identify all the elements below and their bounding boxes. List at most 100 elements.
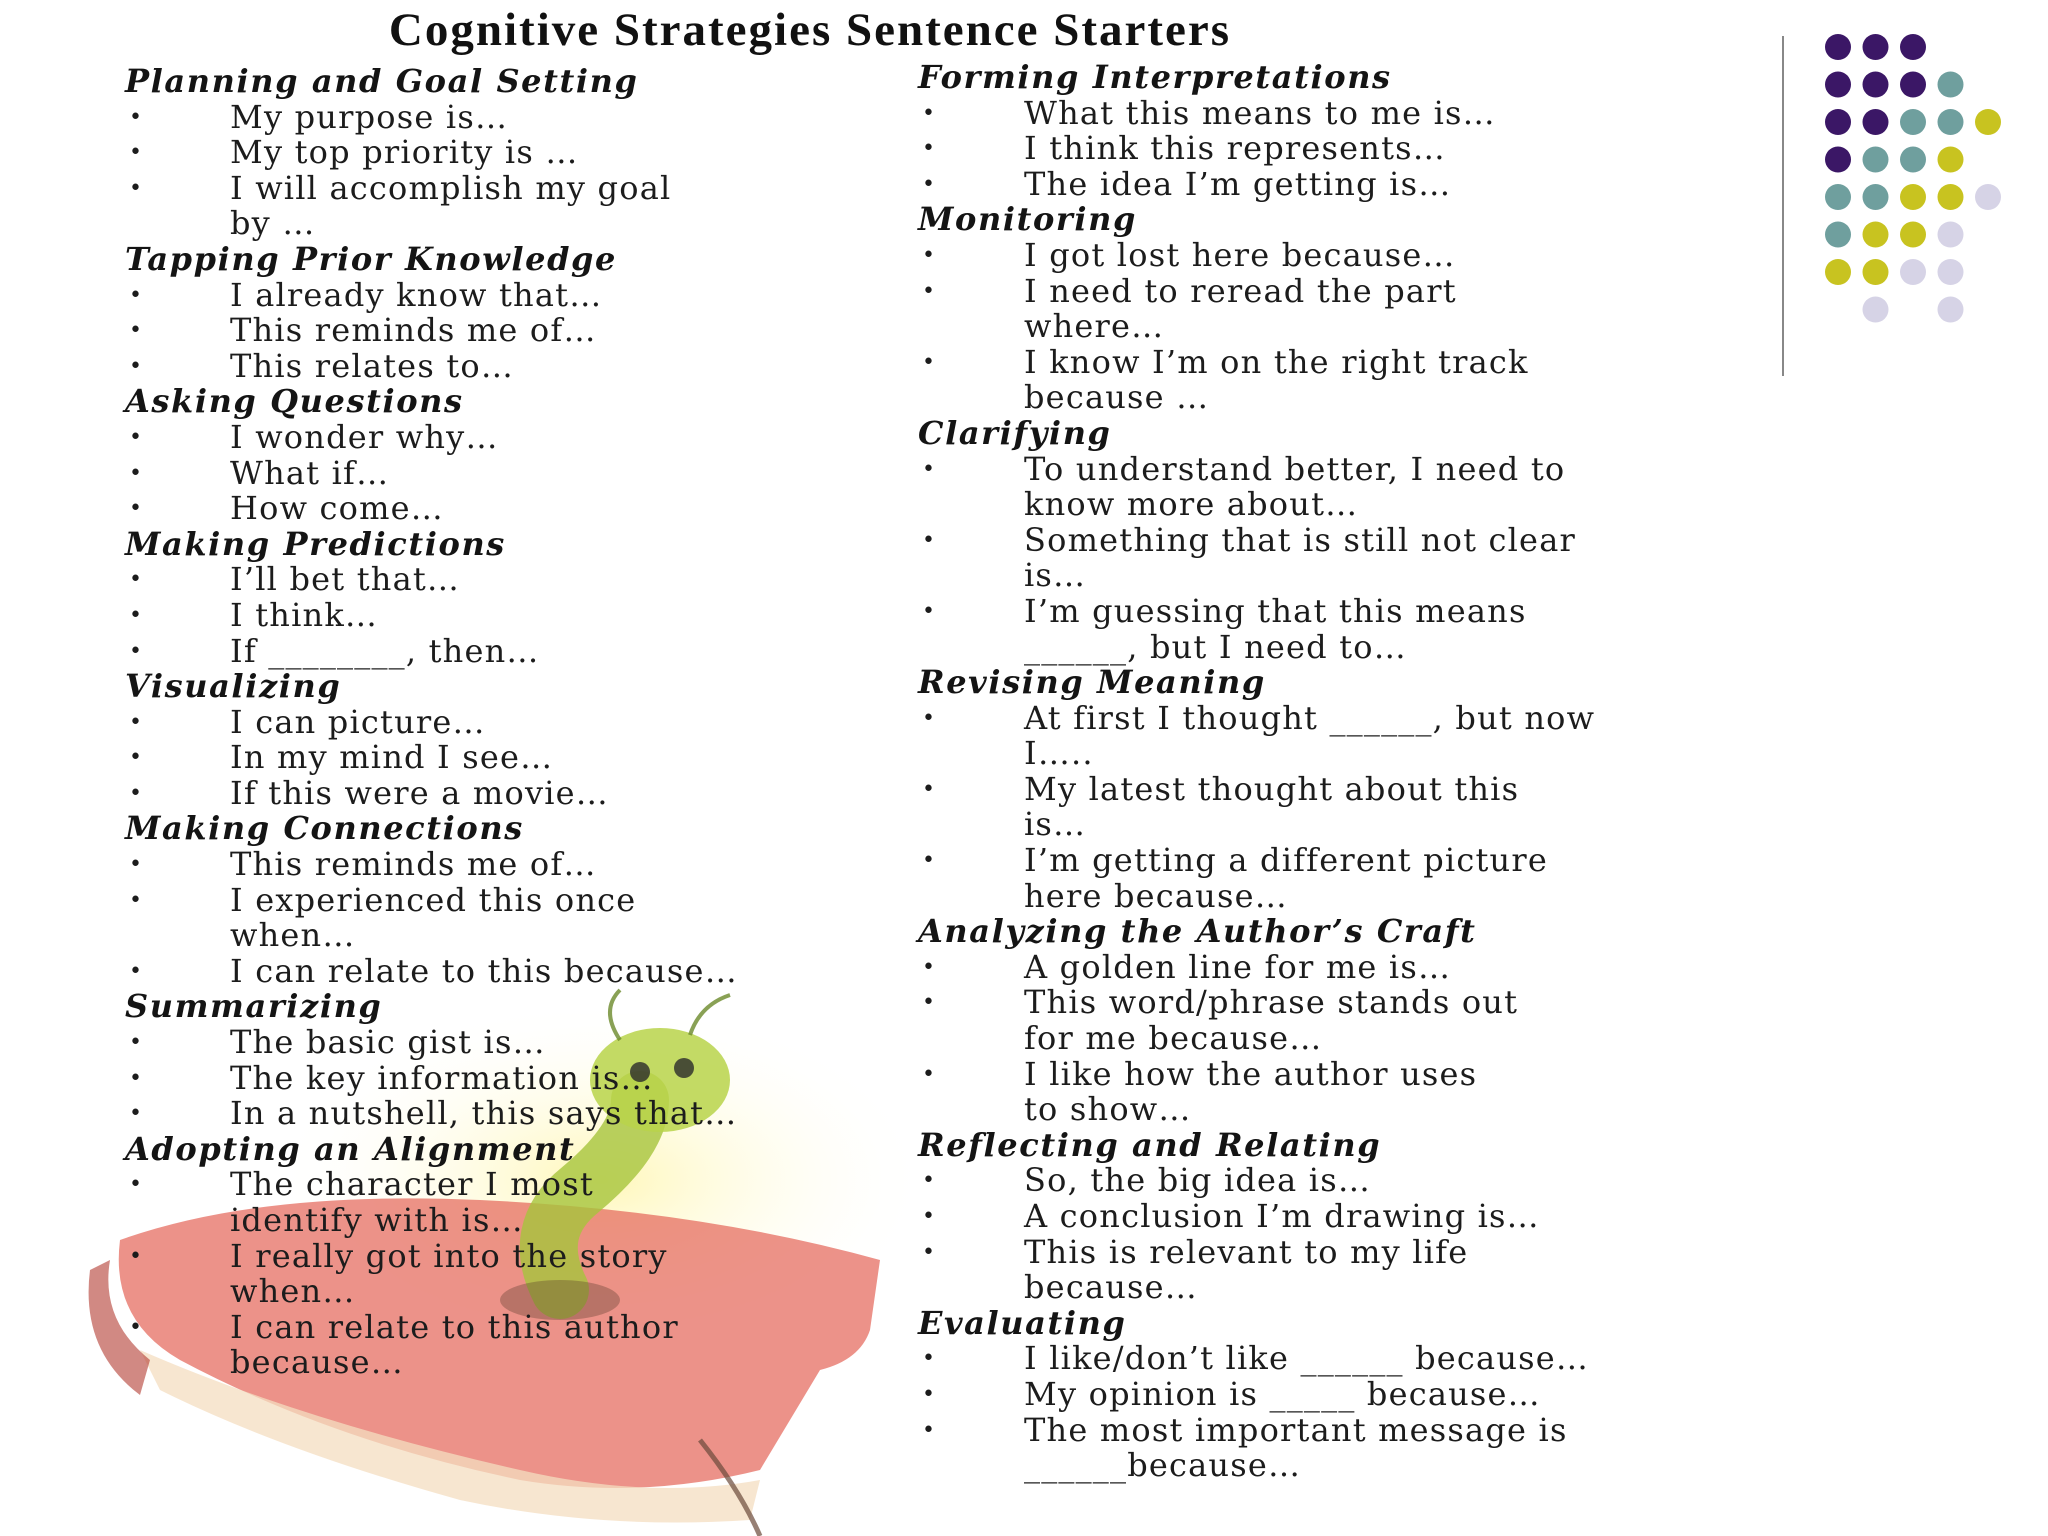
decor-dot [1862, 221, 1889, 248]
list-item: •The idea I’m getting is… [918, 166, 1698, 203]
list-item-text: This reminds me of… [230, 845, 597, 884]
list-item: •If ________, then… [125, 633, 845, 670]
list-item: •What this means to me is… [918, 95, 1698, 132]
section-heading: Making Connections [125, 809, 524, 848]
list-item-continuation: ______, but I need to… [918, 627, 1698, 666]
bullet-icon: • [922, 1417, 937, 1443]
list-item: •I can relate to this author [125, 1309, 845, 1346]
bullet-icon: • [922, 1168, 937, 1194]
list-item-text: I like/don’t like ______ because… [1024, 1339, 1590, 1378]
list-item-continuation: because … [918, 380, 1698, 416]
section-heading: Forming Interpretations [918, 58, 1392, 96]
decor-dot [1900, 221, 1926, 248]
list-item-continuation: know more about… [918, 487, 1698, 523]
decor-dot [1862, 259, 1889, 285]
list-item-text: In my mind I see… [230, 738, 554, 777]
list-item: •In a nutshell, this says that… [125, 1096, 845, 1132]
list-item-text: I need to reread the part [1024, 271, 1457, 310]
strategies-right-column: Forming Interpretations•What this means … [918, 58, 1698, 1484]
decor-dot [1937, 109, 1964, 135]
list-item: •I can relate to this because… [125, 953, 845, 990]
list-item-text: This word/phrase stands out [1024, 983, 1519, 1022]
bullet-icon: • [129, 887, 144, 913]
list-item-text: This is relevant to my life [1024, 1232, 1469, 1271]
decor-dot [1937, 259, 1964, 285]
list-item: • I think… [125, 595, 845, 634]
bullet-icon: • [129, 282, 144, 308]
bullet-icon: • [922, 954, 937, 980]
vertical-divider [1782, 36, 1784, 376]
list-item-text: where… [1024, 307, 1165, 346]
list-item-continuation: for me because… [918, 1020, 1698, 1057]
bullet-icon: • [922, 776, 937, 802]
list-item-text: by … [230, 204, 316, 243]
list-item-text: What if… [230, 453, 390, 492]
decor-dot [1825, 109, 1851, 135]
list-item: •I got lost here because… [918, 237, 1698, 274]
decor-dot [1937, 71, 1964, 98]
bullet-icon: • [922, 1346, 937, 1372]
section-heading: Monitoring [918, 200, 1137, 239]
list-item-text: At first I thought ______, but now [1024, 698, 1596, 737]
list-item: •In my mind I see… [125, 740, 845, 776]
decor-dot [1825, 71, 1851, 98]
list-item-text: To understand better, I need to [1024, 449, 1566, 488]
list-item-text: I experienced this once [230, 880, 637, 919]
bookmark-ribbon [698, 1438, 763, 1536]
section-heading: Making Predictions [125, 524, 506, 563]
list-item-text: This reminds me of… [230, 311, 597, 350]
list-item: • A conclusion I’m drawing is… [918, 1197, 1698, 1235]
list-item: •I like how the author uses [918, 1056, 1698, 1093]
list-item-text: I already know that… [230, 275, 603, 314]
bullet-icon: • [922, 349, 937, 375]
decor-dot [1900, 259, 1926, 285]
list-item-text: My top priority is … [230, 133, 579, 172]
decor-dot [1862, 184, 1889, 210]
list-item-continuation: to show… [918, 1092, 1698, 1128]
bullet-icon: • [129, 353, 144, 379]
list-item: •The key information is… [125, 1060, 845, 1097]
bullet-icon: • [129, 958, 144, 984]
list-item: •This is relevant to my life [918, 1232, 1698, 1271]
list-item-text: ______, but I need to… [1024, 627, 1407, 666]
list-item: •I’m getting a different picture [918, 842, 1698, 879]
decor-dot [1975, 109, 2001, 135]
list-item-text: My opinion is _____ because… [1024, 1374, 1541, 1413]
list-item: •How come… [125, 491, 845, 527]
bullet-icon: • [922, 598, 937, 624]
decor-dot [1862, 71, 1889, 98]
list-item: •If this were a movie… [125, 775, 845, 812]
bullet-icon: • [129, 496, 144, 522]
decor-dot [1862, 146, 1889, 173]
list-item-text: I know I’m on the right track [1024, 342, 1529, 381]
worm-head [590, 1028, 730, 1132]
bullet-icon: • [129, 852, 144, 878]
section-heading: Tapping Prior Knowledge [125, 239, 617, 278]
decor-dot [1937, 184, 1964, 210]
list-item-text: My purpose is… [230, 97, 509, 136]
bullet-icon: • [129, 1172, 144, 1198]
list-item: •I can picture… [125, 702, 845, 741]
section-heading: Evaluating [918, 1303, 1127, 1342]
bullet-icon: • [922, 136, 937, 162]
bullet-icon: • [922, 242, 937, 268]
list-item-text: here because… [1024, 876, 1288, 915]
list-item-text: A conclusion I’m drawing is… [1024, 1197, 1540, 1235]
list-item-continuation: when… [125, 918, 845, 954]
bullet-icon: • [129, 175, 144, 201]
list-item: •This relates to… [125, 348, 845, 385]
bullet-icon: • [129, 1101, 144, 1127]
decor-dot [1862, 109, 1889, 135]
list-item-text: I think… [230, 595, 379, 634]
section-heading: Adopting an Alignment [125, 1129, 576, 1168]
list-item: •This reminds me of… [125, 313, 845, 349]
section-heading: Reflecting and Relating [918, 1125, 1382, 1164]
list-item: • I know I’m on the right track [918, 342, 1698, 381]
bullet-icon: • [922, 1204, 937, 1229]
list-item: •My latest thought about this [918, 771, 1698, 808]
list-item-text: I can picture… [230, 702, 486, 741]
list-item-continuation: is… [918, 558, 1698, 594]
list-item-continuation: is… [918, 807, 1698, 843]
bullet-icon: • [129, 602, 144, 628]
list-item: •The basic gist is… [125, 1024, 845, 1061]
